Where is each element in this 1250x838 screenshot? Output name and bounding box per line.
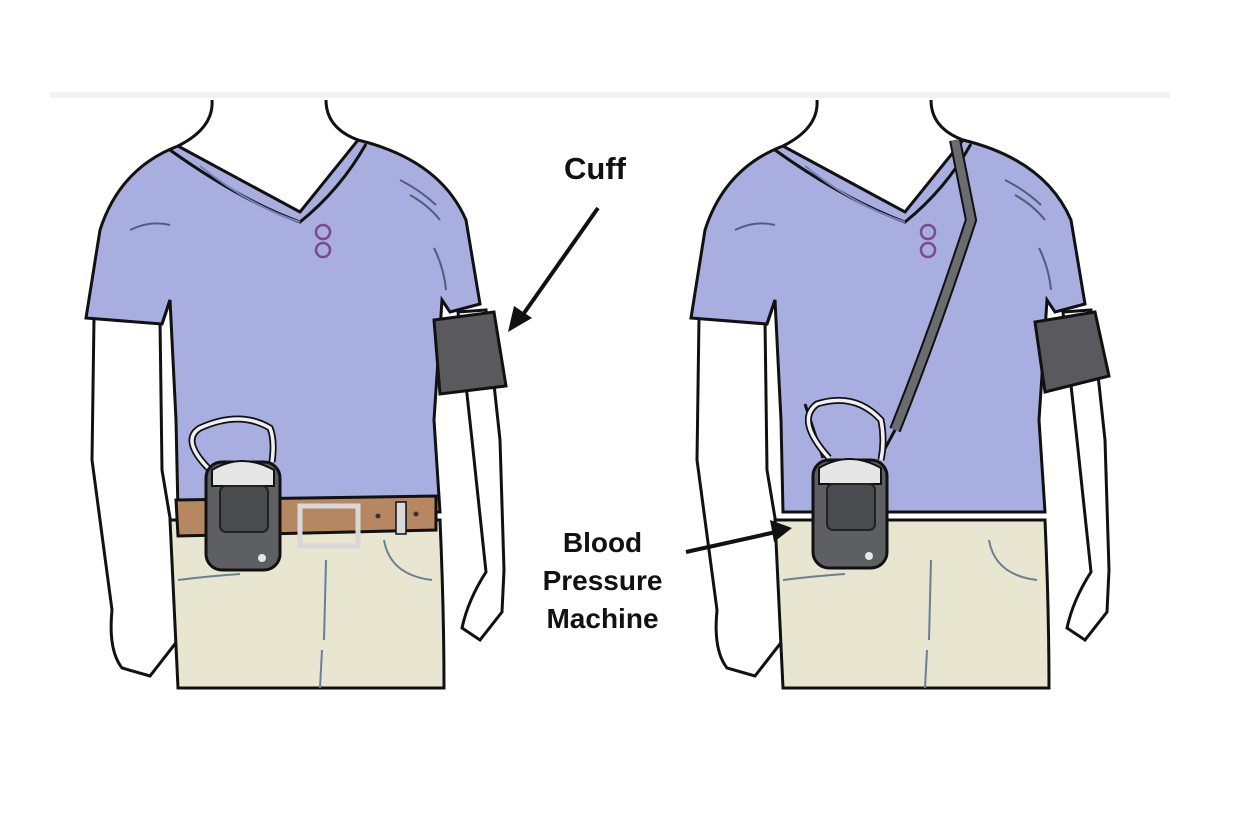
bp-machine-arrow [685,520,792,554]
cuff-label: Cuff [564,151,626,186]
bp-machine-device-2 [811,458,889,570]
arm-cuff [432,310,508,396]
figure-strap-worn [689,98,1111,690]
bp-machine-label-line1: Blood [562,527,643,558]
bp-machine-label: Blood Pressure Machine [520,524,685,638]
bp-machine-label-line2: Pressure [542,565,663,596]
arm-cuff-2 [1033,310,1111,394]
top-divider [50,92,1170,98]
bp-machine-label-line3: Machine [546,603,659,634]
bp-machine-device [204,460,282,572]
cuff-arrow [508,206,600,332]
belt-buckle [297,503,361,549]
figure-belt-worn [84,98,508,690]
